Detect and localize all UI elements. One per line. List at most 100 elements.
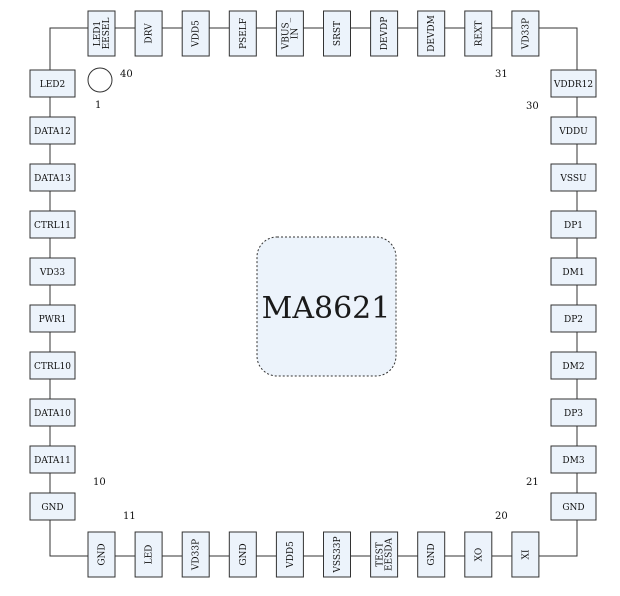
bottom-pin-box bbox=[464, 531, 493, 578]
left-pin-data10: DATA10 bbox=[29, 398, 76, 427]
pin-number-21: 21 bbox=[526, 477, 539, 488]
left-pin-box bbox=[29, 304, 76, 333]
left-pin-label: CTRL10 bbox=[34, 362, 71, 372]
bottom-pin-label: VDD5 bbox=[286, 541, 296, 569]
left-pin-pwr1: PWR1 bbox=[29, 304, 76, 333]
left-pins: LED2DATA12DATA13CTRL11VD33PWR1CTRL10DATA… bbox=[29, 69, 76, 521]
top-pin-label: DRV bbox=[145, 23, 155, 44]
pin-one-marker bbox=[87, 67, 113, 93]
bottom-pin-box bbox=[511, 531, 540, 578]
top-pin-box bbox=[511, 10, 540, 57]
package-outline bbox=[49, 27, 578, 557]
right-pin-label: DP3 bbox=[564, 409, 583, 419]
bottom-pin-vss33p: VSS33P bbox=[323, 531, 351, 578]
bottom-pin-box bbox=[134, 531, 163, 578]
right-pin-label: DM1 bbox=[562, 268, 584, 278]
bottom-pin-label: VD33P bbox=[192, 539, 202, 571]
top-pin-vd33p: VD33P bbox=[511, 10, 540, 57]
right-pin-label: DP1 bbox=[564, 221, 583, 231]
bottom-pin-label: VSS33P bbox=[333, 536, 343, 573]
right-pin-vssu: VSSU bbox=[550, 163, 597, 192]
bottom-pin-label: GND bbox=[98, 543, 108, 565]
bottom-pin-box bbox=[228, 531, 257, 578]
bottom-pin-box bbox=[417, 531, 446, 578]
right-pin-label: VSSU bbox=[559, 174, 587, 184]
bottom-pin-label: TEST bbox=[376, 542, 386, 567]
right-pin-dp2: DP2 bbox=[550, 304, 597, 333]
top-pin-label: REXT bbox=[474, 21, 484, 47]
left-pin-box bbox=[29, 398, 76, 427]
right-pin-vddu: VDDU bbox=[550, 116, 597, 145]
top-pin-box bbox=[275, 10, 304, 57]
left-pin-label: CTRL11 bbox=[34, 221, 71, 231]
pin-number-1: 1 bbox=[95, 100, 101, 111]
right-pin-dm2: DM2 bbox=[550, 351, 597, 380]
right-pin-dm1: DM1 bbox=[550, 257, 597, 286]
left-pin-box bbox=[29, 69, 76, 98]
bottom-pin-led: LED bbox=[134, 531, 163, 578]
bottom-pin-box bbox=[275, 531, 304, 578]
right-pin-box bbox=[550, 304, 597, 333]
right-pin-box bbox=[550, 257, 597, 286]
right-pin-vddr12: VDDR12 bbox=[550, 69, 597, 98]
top-pin-devdm: DEVDM bbox=[417, 10, 446, 57]
bottom-pin-vd33p: VD33P bbox=[181, 531, 210, 578]
pin-number-10: 10 bbox=[93, 477, 106, 488]
left-pin-ctrl10: CTRL10 bbox=[29, 351, 76, 380]
bottom-pin-label: XI bbox=[521, 549, 531, 559]
bottom-pin-xi: XI bbox=[511, 531, 540, 578]
right-pin-label: DP2 bbox=[564, 315, 583, 325]
left-pin-gnd: GND bbox=[29, 492, 76, 521]
left-pin-vd33: VD33 bbox=[29, 257, 76, 286]
left-pin-box bbox=[29, 351, 76, 380]
right-pin-dp3: DP3 bbox=[550, 398, 597, 427]
top-pin-vdd5: VDD5 bbox=[181, 10, 210, 57]
top-pin-label: PSELF bbox=[239, 18, 249, 49]
top-pin-label: IN bbox=[290, 28, 300, 40]
right-pin-dp1: DP1 bbox=[550, 210, 597, 239]
right-pin-box bbox=[550, 116, 597, 145]
left-pin-led2: LED2 bbox=[29, 69, 76, 98]
chip-label: MA8621 bbox=[262, 291, 391, 326]
bottom-pin-box bbox=[181, 531, 210, 578]
right-pin-label: DM3 bbox=[562, 456, 584, 466]
left-pin-label: GND bbox=[41, 503, 63, 513]
bottom-pin-box bbox=[87, 531, 116, 578]
top-pin-box bbox=[134, 10, 163, 57]
left-pin-data13: DATA13 bbox=[29, 163, 76, 192]
top-pin-box bbox=[417, 10, 446, 57]
bottom-pin-vdd5: VDD5 bbox=[275, 531, 304, 578]
top-pin-box bbox=[181, 10, 210, 57]
top-pin-label: SRST bbox=[333, 21, 343, 46]
right-pin-label: VDDU bbox=[558, 127, 588, 137]
left-pin-box bbox=[29, 445, 76, 474]
top-pin-devdp: DEVDP bbox=[370, 10, 399, 57]
top-pin-label: DEVDP bbox=[380, 17, 390, 51]
bottom-pin-box bbox=[370, 531, 399, 578]
right-pin-box bbox=[550, 210, 597, 239]
right-pin-label: DM2 bbox=[562, 362, 584, 372]
bottom-pin-box bbox=[323, 531, 351, 578]
right-pin-box bbox=[550, 398, 597, 427]
top-pin-rext: REXT bbox=[464, 10, 493, 57]
bottom-pin-gnd: GND bbox=[228, 531, 257, 578]
top-pin-srst: SRST bbox=[323, 10, 351, 57]
bottom-pin-label: EESDA bbox=[385, 537, 395, 571]
right-pin-box bbox=[550, 163, 597, 192]
top-pin-drv: DRV bbox=[134, 10, 163, 57]
pin-number-40: 40 bbox=[120, 69, 133, 80]
left-pin-ctrl11: CTRL11 bbox=[29, 210, 76, 239]
bottom-pin-label: GND bbox=[427, 543, 437, 565]
top-pin-label: VDD5 bbox=[192, 20, 202, 48]
left-pin-box bbox=[29, 210, 76, 239]
left-pin-label: DATA10 bbox=[34, 409, 71, 419]
pin-number-11: 11 bbox=[123, 511, 136, 522]
bottom-pin-label: GND bbox=[239, 543, 249, 565]
top-pin-label: LED1 bbox=[93, 21, 103, 47]
